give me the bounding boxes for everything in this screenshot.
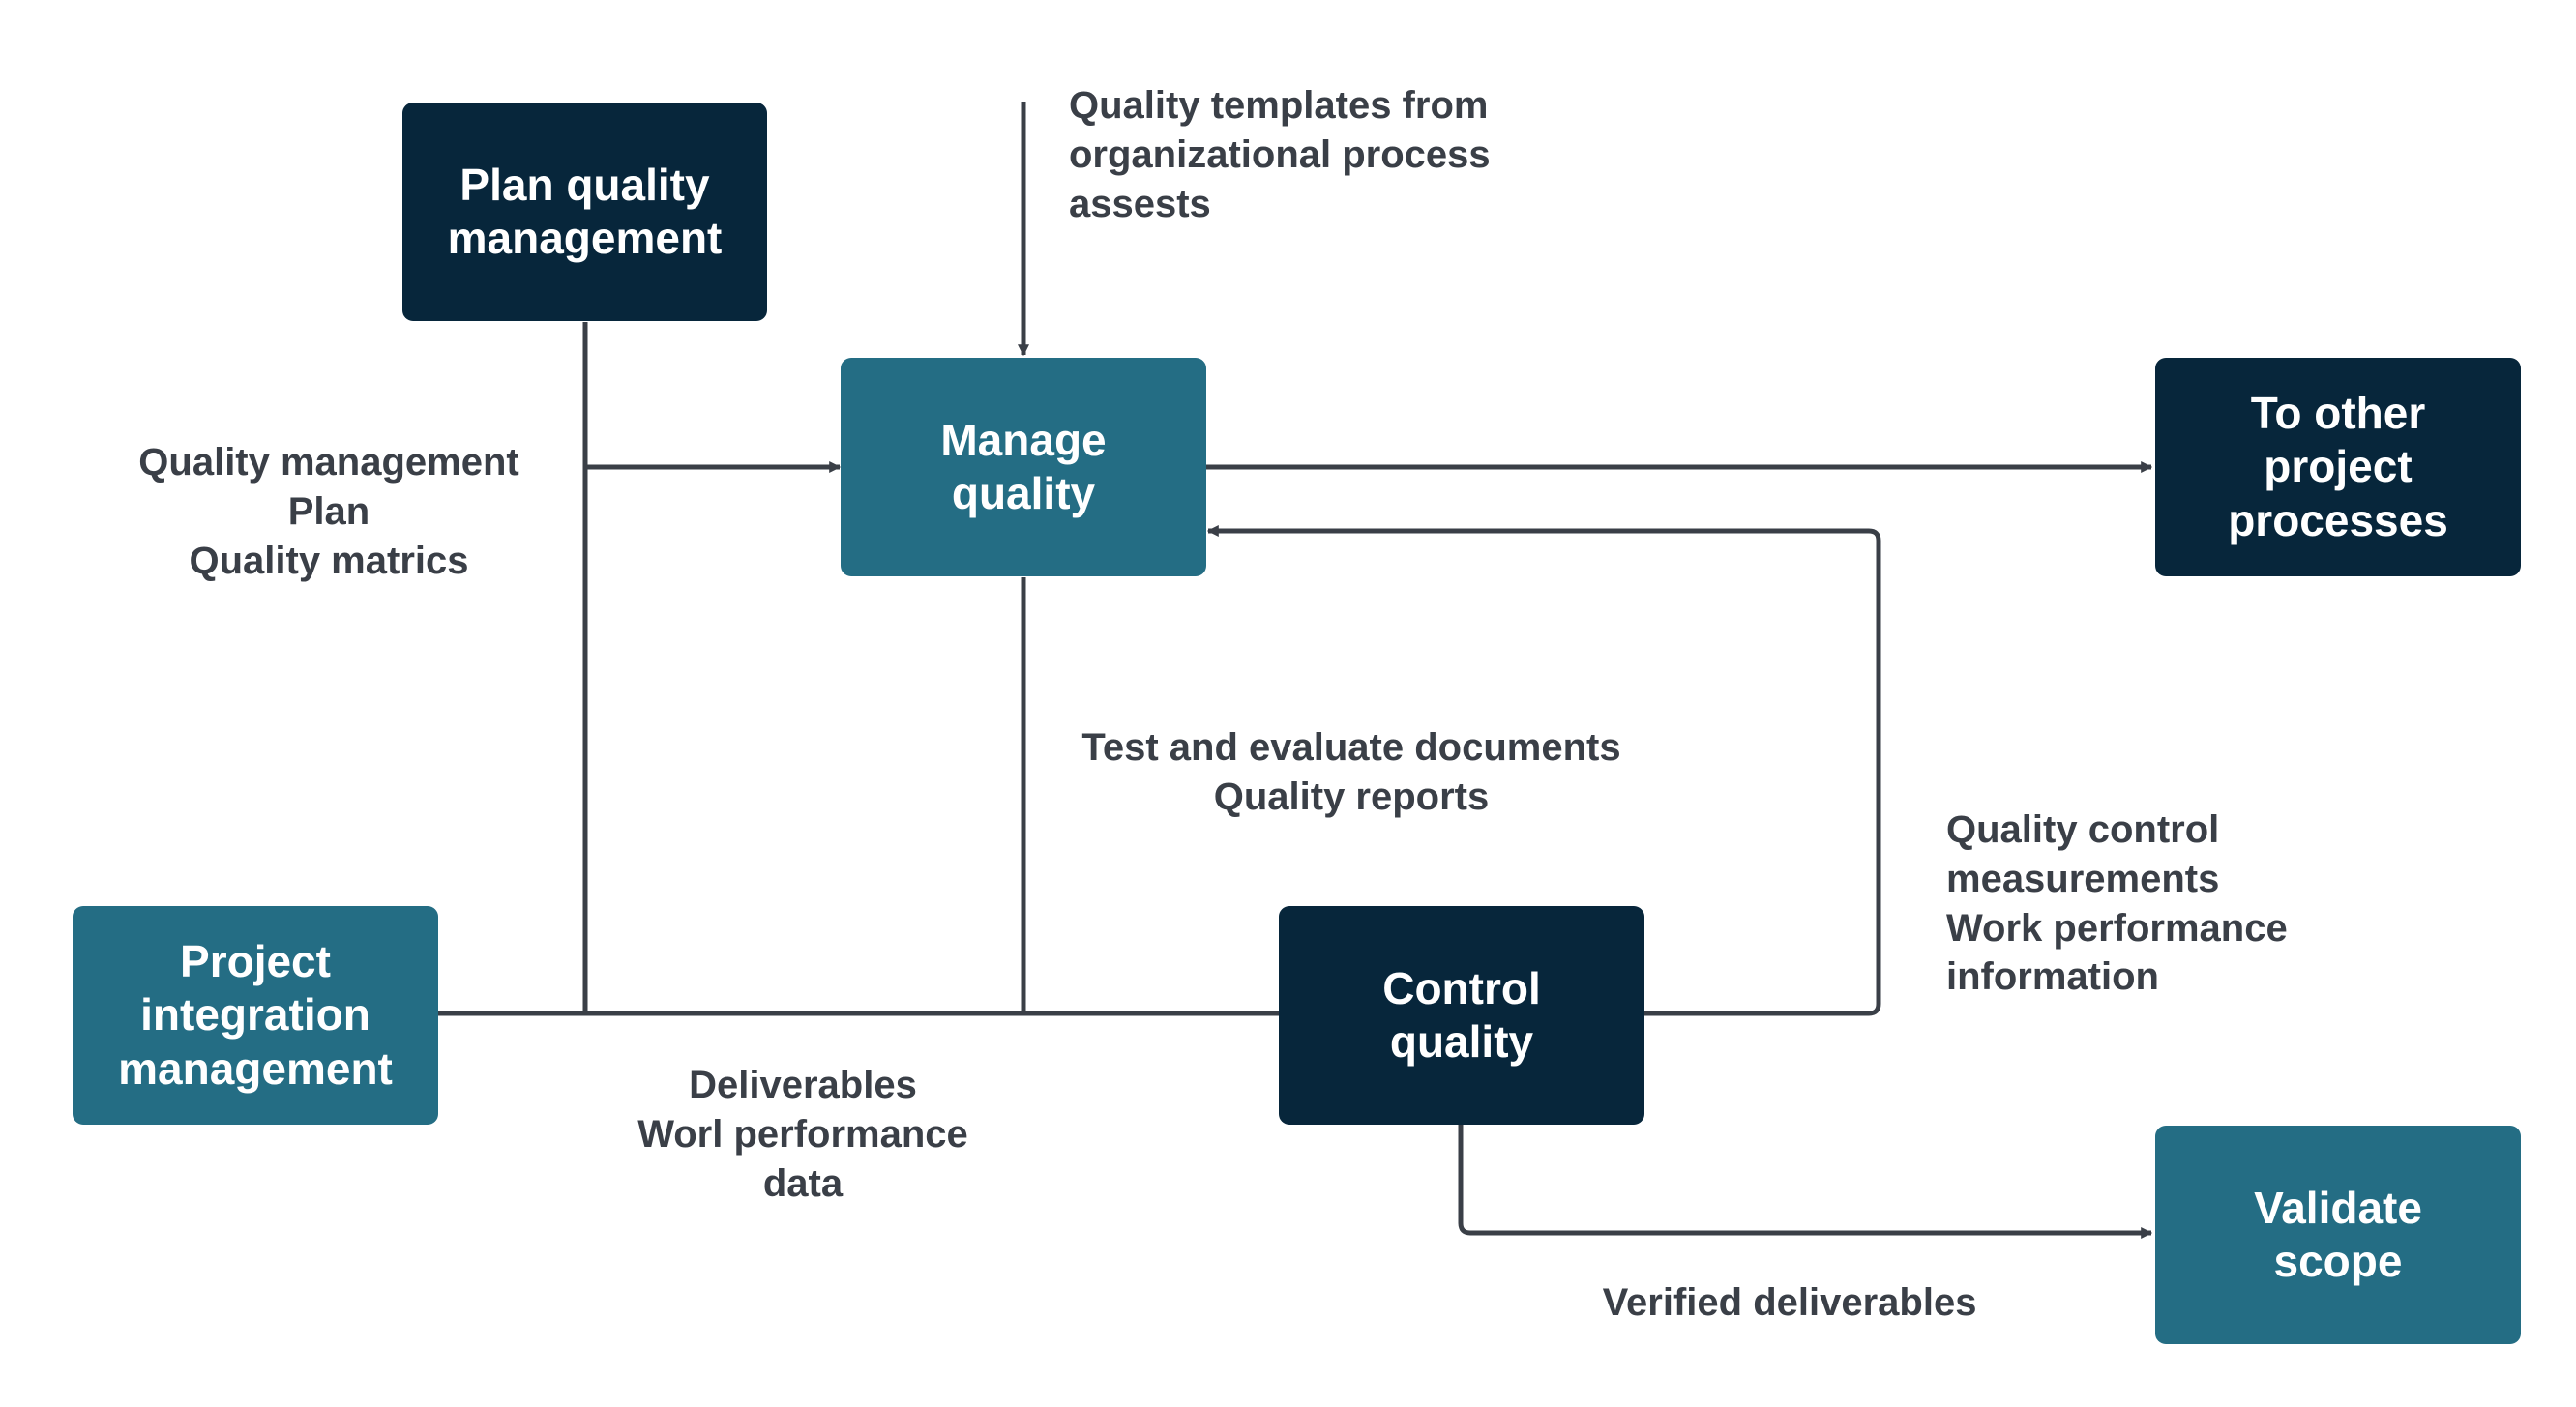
control-to-validate-arrow	[1458, 1125, 2153, 1239]
node-validate-scope[interactable]: Validate scope	[2155, 1126, 2521, 1344]
label-deliverables: Deliverables Worl performance data	[637, 1064, 968, 1205]
label-quality-control-measurements: Quality control measurements Work perfor…	[1946, 808, 2288, 999]
label-quality-management-plan: Quality management Plan Quality matrics	[138, 441, 519, 582]
node-project-integration-management[interactable]: Project integration management	[73, 906, 438, 1125]
node-manage-quality[interactable]: Manage quality	[841, 358, 1206, 576]
node-to-other-project-processes[interactable]: To other project processes	[2155, 358, 2521, 576]
node-control-quality[interactable]: Control quality	[1279, 906, 1644, 1125]
label-verified-deliverables: Verified deliverables	[1602, 1281, 1977, 1324]
control-to-manage-feedback-arrow	[1206, 525, 1881, 1016]
label-test-and-evaluate: Test and evaluate documents Quality repo…	[1081, 726, 1621, 818]
node-plan-quality-management[interactable]: Plan quality management	[402, 103, 767, 321]
label-quality-templates: Quality templates from organizational pr…	[1069, 84, 1491, 225]
